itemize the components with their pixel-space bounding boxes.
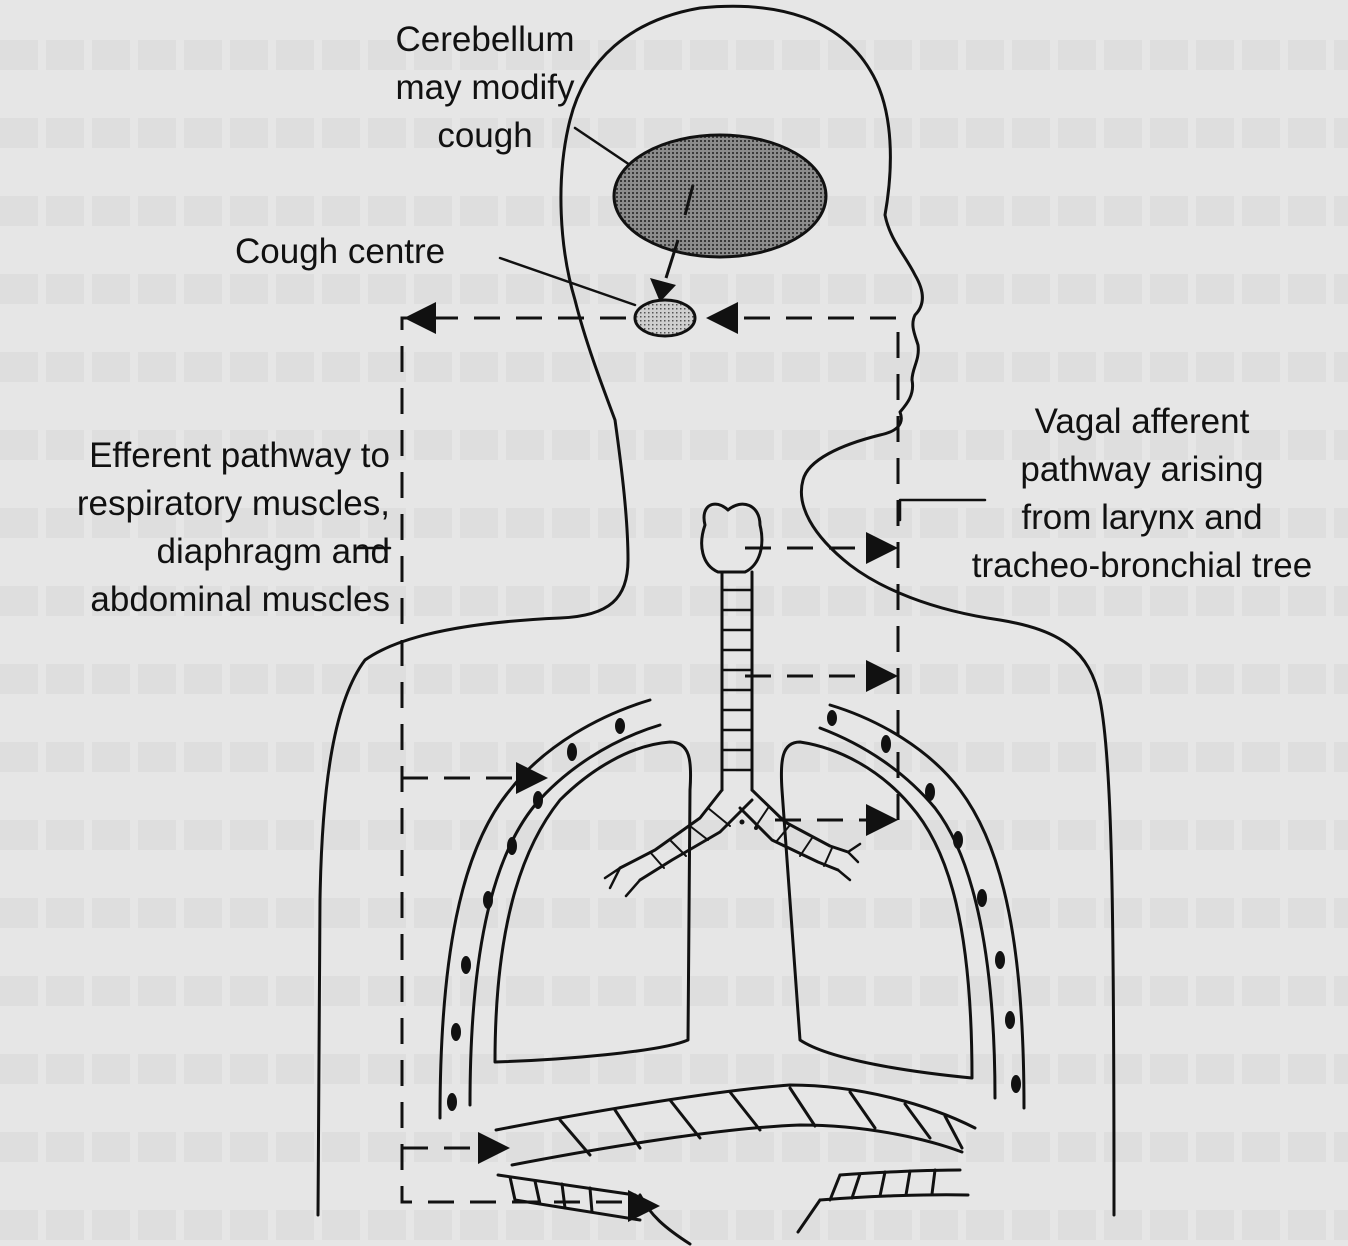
efferent-label-line-3: diaphragm and [0, 528, 390, 576]
vagal-label-line-2: pathway arising [938, 446, 1346, 494]
trachea-rings [722, 590, 752, 770]
cerebellum-label-line-2: may modify [365, 64, 605, 112]
efferent-label-line-2: respiratory muscles, [0, 480, 390, 528]
left-bronchus [620, 790, 752, 880]
cerebellum-label-line-1: Cerebellum [365, 16, 605, 64]
left-chest-wall-inner [470, 725, 660, 1105]
diaphragm-upper [496, 1085, 975, 1130]
vagal-label-line-4: tracheo-bronchial tree [938, 542, 1346, 590]
efferent-label-line-4: abdominal muscles [0, 576, 390, 624]
larynx-arrowhead [866, 532, 898, 564]
vagal-label-line-1: Vagal afferent [938, 398, 1346, 446]
diaphragm-arrowhead [478, 1132, 510, 1164]
left-lung [495, 742, 691, 1062]
cerebellum-shape [614, 135, 826, 257]
vagal-label-line-3: from larynx and [938, 494, 1346, 542]
cerebellum-label-line-3: cough [365, 112, 605, 160]
trachea [722, 572, 752, 790]
pathway-arrowheads [404, 302, 898, 1222]
efferent-pathway [402, 318, 640, 1202]
cough-centre-label: Cough centre [235, 228, 497, 276]
right-lung [781, 742, 972, 1078]
bronchi-arrowhead [866, 804, 898, 836]
bronchi-rings [650, 808, 832, 868]
right-chest-wall-inner [820, 728, 995, 1098]
efferent-label-line-1: Efferent pathway to [0, 432, 390, 480]
cerebellum-label: Cerebellum may modify cough [365, 16, 605, 160]
left-bronchiole-tips [605, 868, 640, 896]
left-abdominal-muscle [498, 1175, 690, 1244]
right-bronchus [740, 790, 848, 870]
trachea-arrowhead [866, 660, 898, 692]
efferent-origin-arrowhead [404, 302, 436, 334]
vagal-afferent-label: Vagal afferent pathway arising from lary… [938, 398, 1346, 590]
afferent-target-arrowhead [706, 302, 738, 334]
cough-centre-shape [635, 300, 695, 336]
cerebellum-arrowhead [650, 278, 676, 302]
larynx [702, 504, 762, 572]
efferent-pathway-label: Efferent pathway to respiratory muscles,… [0, 432, 390, 624]
